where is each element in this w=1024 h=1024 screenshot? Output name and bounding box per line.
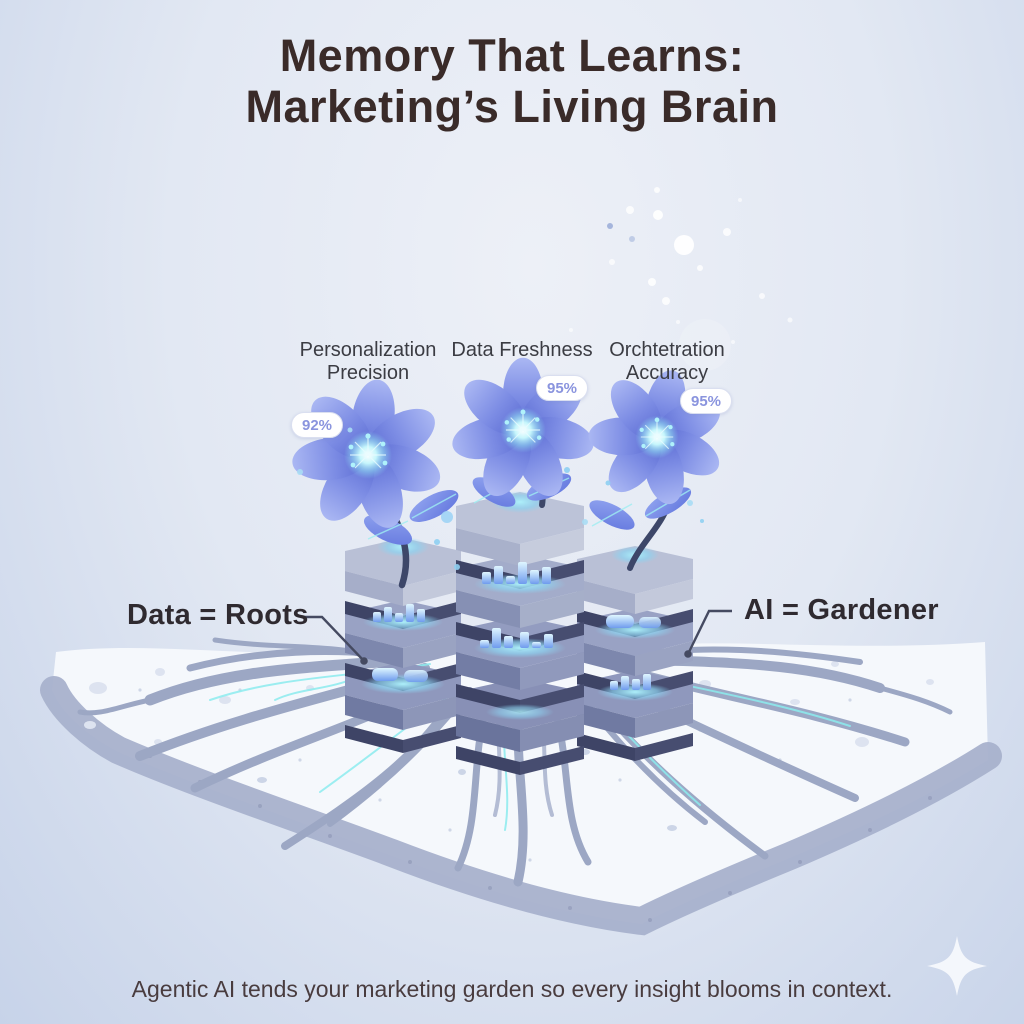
bar-chart-icon xyxy=(361,604,445,694)
metric-value-badge: 92% xyxy=(291,412,344,438)
callout-label-data-roots: Data = Roots xyxy=(127,599,309,631)
bar-chart-icon xyxy=(595,615,675,701)
title-line-2: Marketing’s Living Brain xyxy=(245,81,779,133)
caption-text: Agentic AI tends your marketing garden s… xyxy=(131,976,893,1002)
callout-line-left xyxy=(302,615,365,662)
metric-label-data-freshness: Data Freshness xyxy=(451,339,593,361)
database-stack-icon xyxy=(456,492,584,775)
sparkle-icon xyxy=(927,936,987,996)
database-stack-icon xyxy=(345,538,461,753)
page-title: Memory That Learns: Marketing’s Living B… xyxy=(0,30,1024,133)
callout-label-ai-gardener: AI = Gardener xyxy=(744,594,939,626)
metric-label-personalization-precision: Personalization Precision xyxy=(299,339,437,384)
metric-value-badge: 95% xyxy=(536,375,589,401)
metric-label-orchestration-accuracy: Orchtetration Accuracy xyxy=(609,339,725,384)
flower-icon xyxy=(588,370,721,505)
metric-value-badge: 95% xyxy=(680,388,733,414)
database-stack-icon xyxy=(577,546,693,761)
droplets xyxy=(297,427,704,570)
title-line-1: Memory That Learns: xyxy=(279,30,745,81)
bar-chart-icon xyxy=(474,562,566,720)
flower-icon xyxy=(452,357,594,497)
callout-line-right xyxy=(686,609,732,655)
bubbles-icon xyxy=(569,187,793,371)
